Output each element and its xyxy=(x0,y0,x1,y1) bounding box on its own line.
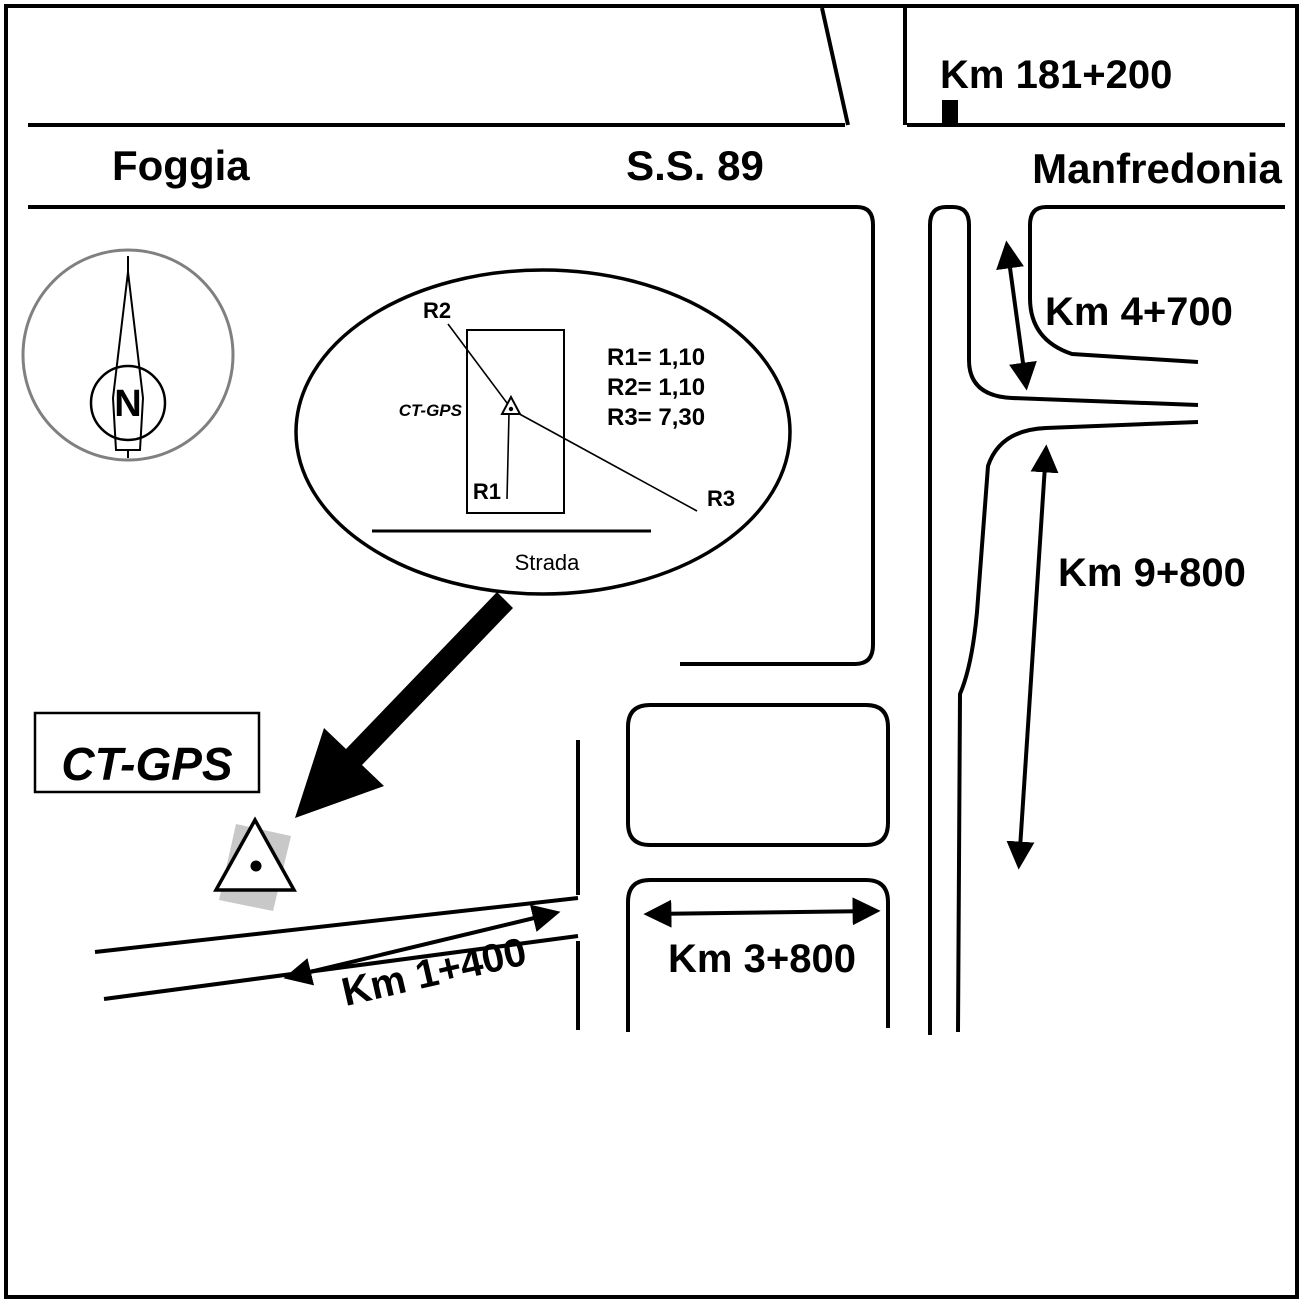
east-ramp-left-edge xyxy=(952,205,1199,407)
km-1-400-arrow xyxy=(283,904,561,986)
detail-inset: R2 R1 R3 CT-GPS R1= 1,10 R2= 1,10 R3= 7,… xyxy=(294,268,792,596)
south-east-road-left-edge xyxy=(956,420,1199,1033)
building-outline xyxy=(466,329,565,514)
east-ramp-right-edge xyxy=(1028,205,1199,364)
measurement-r2: R2= 1,10 xyxy=(607,374,705,401)
compass-hub xyxy=(89,364,167,442)
station-label-frame xyxy=(33,711,261,794)
street-block-outline xyxy=(626,703,890,847)
road-name-label: S.S. 89 xyxy=(626,142,764,189)
km-3-800-label: Km 3+800 xyxy=(668,937,856,981)
measurement-r1: R1= 1,10 xyxy=(607,344,705,371)
station-name-label: CT-GPS xyxy=(61,738,233,790)
station-triangle-icon xyxy=(500,394,522,415)
map-border xyxy=(4,4,1299,1299)
north-branch-left-edge xyxy=(820,7,850,126)
destination-left-label: Foggia xyxy=(112,142,250,189)
lower-cross-street-edge xyxy=(626,878,890,1032)
compass-needle xyxy=(111,271,145,451)
r2-label: R2 xyxy=(423,298,451,323)
km-181-200-label: Km 181+200 xyxy=(940,53,1172,97)
r3-reference-line xyxy=(513,410,698,512)
r3-label: R3 xyxy=(707,486,735,511)
km-stone-icon xyxy=(942,100,958,124)
km-9-800-label: Km 9+800 xyxy=(1058,551,1246,595)
ct-gps-label-box: CT-GPS xyxy=(33,711,261,794)
gps-station-marker xyxy=(213,816,297,911)
r2-reference-line xyxy=(447,323,511,408)
main-road-bottom-edge-and-middle-road-left xyxy=(28,205,875,666)
inset-station-label: CT-GPS xyxy=(399,401,463,420)
compass-rose: N xyxy=(21,248,235,462)
km-4-700-arrow xyxy=(996,240,1037,391)
compass-ring xyxy=(21,248,235,462)
km-4-700-label: Km 4+700 xyxy=(1045,290,1233,334)
measurement-r3: R3= 7,30 xyxy=(607,404,705,431)
inset-road-label: Strada xyxy=(515,550,581,575)
r1-label: R1 xyxy=(473,479,501,504)
station-dot-icon xyxy=(508,406,514,412)
pointer-arrow-icon xyxy=(295,592,513,818)
km-3-800-arrow xyxy=(643,897,881,928)
north-label: N xyxy=(114,383,141,425)
marker-triangle-icon xyxy=(213,816,297,892)
r1-reference-line xyxy=(506,412,510,500)
marker-dot-icon xyxy=(250,860,262,872)
middle-road-right-edge xyxy=(928,205,953,1035)
destination-right-label: Manfredonia xyxy=(1032,145,1282,192)
road-network xyxy=(28,7,1285,1035)
km-9-800-arrow xyxy=(1006,444,1059,870)
